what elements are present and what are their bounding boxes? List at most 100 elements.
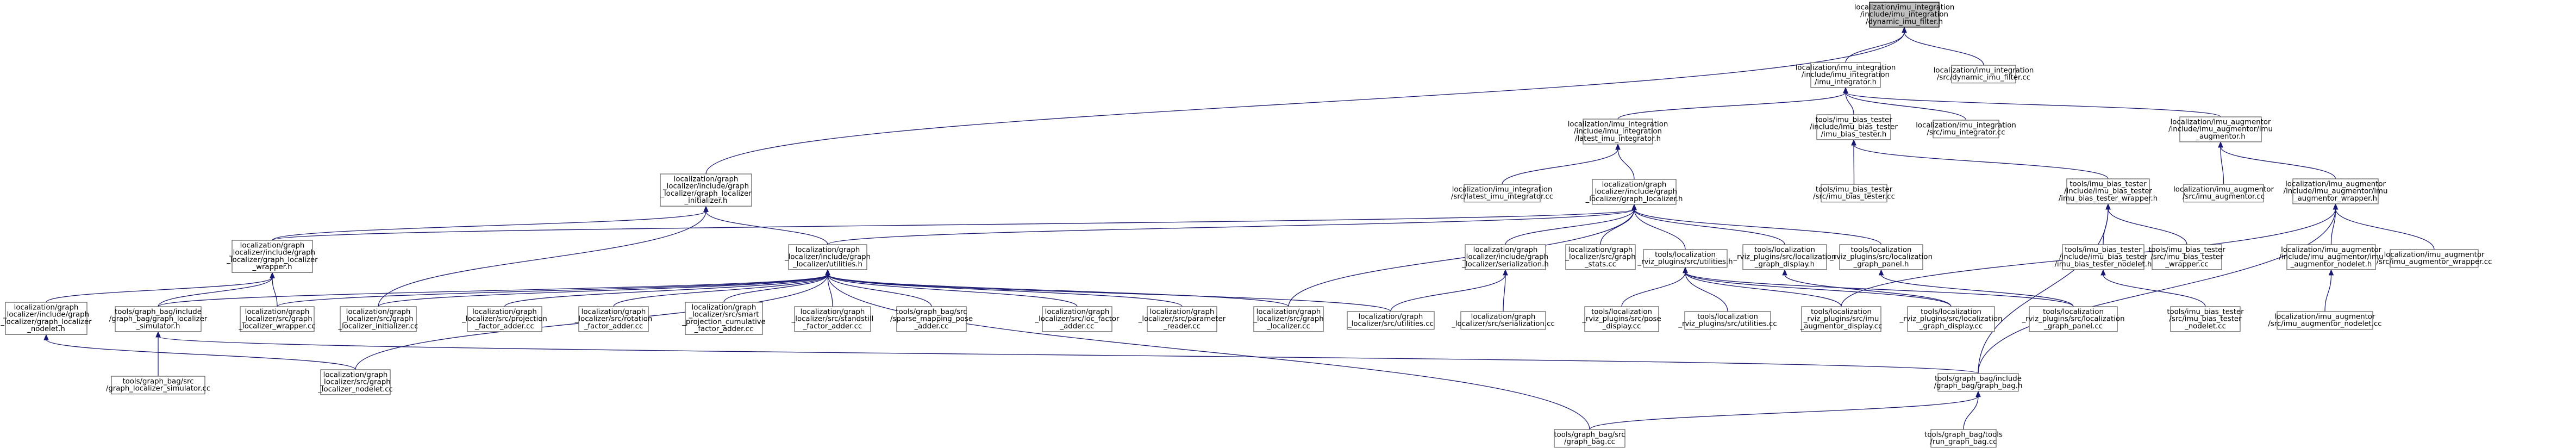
- node-label-line: /src/imu_augmentor_wrapper.cc: [2377, 258, 2492, 266]
- graph-node-rotfactor-cc[interactable]: localization/graph_localizer/src/rotatio…: [574, 306, 652, 332]
- node-box: [2286, 244, 2376, 270]
- graph-node-dynsrc[interactable]: localization/imu_integration/src/dynamic…: [1934, 65, 2034, 84]
- edge-line: [272, 277, 278, 307]
- graph-node-simulator-h[interactable]: tools/graph_bag/include/graph_bag/graph_…: [109, 306, 208, 332]
- graph-node-augwrap-cc[interactable]: localization/imu_augmentor/src/imu_augme…: [2377, 249, 2492, 268]
- edge-arrowhead: [2105, 203, 2111, 210]
- graph-node-glutil-cc[interactable]: localization/graph_localizer/src/utiliti…: [1347, 311, 1435, 330]
- dependency-edge: [1902, 27, 1984, 66]
- graph-node-graphbag-h[interactable]: tools/graph_bag/include/graph_bag/graph_…: [1934, 373, 2023, 392]
- edge-line: [277, 274, 828, 307]
- edge-line: [827, 274, 1391, 312]
- dependency-edge: [1589, 390, 1981, 430]
- graph-node-augnodelet-h[interactable]: localization/imu_augmentor/include/imu_a…: [2279, 244, 2384, 270]
- edge-line: [158, 274, 828, 307]
- graph-node-biaswrap-cc[interactable]: tools/imu_bias_tester/src/imu_bias_teste…: [2148, 244, 2225, 270]
- node-label-line: _adder.cc: [1060, 322, 1095, 331]
- graph-node-graphloc-h[interactable]: localization/graph_localizer/include/gra…: [1585, 179, 1683, 205]
- node-label-line: _localizer/include/graph: [229, 249, 315, 257]
- edge-line: [1978, 208, 2109, 374]
- edge-line: [1685, 272, 1842, 307]
- graph-node-rungraphbag-cc[interactable]: tools/graph_bag/tools/run_graph_bag.cc: [1924, 429, 2003, 448]
- graph-node-graphinit-h[interactable]: localization/graph_localizer/include/gra…: [660, 173, 752, 207]
- edge-line: [504, 274, 828, 307]
- node-label-line: _factor_adder.cc: [584, 322, 643, 331]
- edge-line: [1505, 209, 1635, 245]
- graph-node-biaswrap-h[interactable]: tools/imu_bias_tester/include/imu_bias_t…: [2059, 178, 2158, 204]
- node-label-line: _nodelet.h: [27, 325, 65, 333]
- graph-node-serial-cc[interactable]: localization/graph_localizer/src/seriali…: [1451, 311, 1555, 330]
- node-label-line: _augmentor_display.cc: [1800, 322, 1883, 331]
- graph-node-locfactor-cc[interactable]: localization/graph_localizer/src/loc_fac…: [1034, 306, 1120, 332]
- graph-node-sparsemap-cc[interactable]: tools/graph_bag/src/sparse_mapping_pose_…: [890, 306, 973, 332]
- node-label-line: tools/imu_bias_tester: [2167, 308, 2244, 316]
- graph-node-augmentor-h[interactable]: localization/imu_augmentor/include/imu_a…: [2168, 116, 2273, 142]
- dependency-edge: [2105, 203, 2187, 245]
- graph-node-biasnodelet-h[interactable]: tools/imu_bias_tester/include/imu_bias_t…: [2055, 244, 2152, 270]
- graph-node-smartproj-cc[interactable]: localization/graph_localizer/src/smart_p…: [681, 302, 766, 335]
- edge-arrowhead: [2100, 269, 2106, 276]
- graph-node-imuint-cc[interactable]: localization/imu_integration/src/imu_int…: [1916, 120, 2016, 139]
- graph-node-glwrap-cc[interactable]: localization/graph_localizer/src/graph_l…: [238, 306, 316, 332]
- graph-node-standstill-cc[interactable]: localization/graph_localizer/src/standst…: [791, 306, 874, 332]
- graph-node-latest-h[interactable]: localization/imu_integration/include/imu…: [1568, 119, 1668, 145]
- edge-line: [1685, 272, 1728, 312]
- edge-line: [1503, 274, 1506, 312]
- graph-node-gl-cc[interactable]: localization/graph_localizer/src/graph_l…: [1253, 306, 1324, 332]
- edge-arrowhead: [43, 334, 49, 340]
- graph-node-latest-cc[interactable]: localization/imu_integration/src/latest_…: [1451, 184, 1553, 203]
- graph-node-augwrap-h[interactable]: localization/imu_augmentor/include/imu_a…: [2284, 178, 2388, 204]
- node-box: [1869, 2, 1940, 28]
- graph-node-biastester-cc[interactable]: tools/imu_bias_tester/src/imu_bias_teste…: [1813, 184, 1895, 203]
- node-label-line: /dynamic_imu_filter.h: [1866, 18, 1943, 26]
- node-label-line: _rviz_plugins/src/pose: [1581, 315, 1661, 323]
- graph-node-imuaugdisp-cc[interactable]: tools/localization_rviz_plugins/src/imu_…: [1800, 306, 1883, 332]
- graph-node-simulator-cc[interactable]: tools/graph_bag/src/graph_localizer_simu…: [106, 376, 210, 395]
- node-label-line: _factor_adder.cc: [803, 322, 862, 331]
- graph-node-glwrap-h[interactable]: localization/graph_localizer/include/gra…: [226, 240, 318, 273]
- node-label-line: tools/imu_bias_tester: [2069, 180, 2147, 188]
- node-label-line: tools/localization: [1811, 308, 1872, 316]
- dependency-edge: [825, 269, 1391, 312]
- graph-node-gldisplay-h[interactable]: tools/localization_rviz_plugins/src/loca…: [1733, 244, 1836, 270]
- graph-node-projfactor-cc[interactable]: localization/graph_localizer/src/project…: [461, 306, 547, 332]
- graph-node-serial-h[interactable]: localization/graph_localizer/include/gra…: [1461, 244, 1549, 270]
- graph-node-imuint-h[interactable]: localization/imu_integration/include/imu…: [1796, 62, 1896, 88]
- node-label-line: localization/imu_integration: [1934, 66, 2034, 74]
- graph-node-gldisplay-cc[interactable]: tools/localization_rviz_plugins/src/loca…: [1899, 306, 2003, 332]
- node-label-line: tools/localization: [1591, 308, 1652, 316]
- graph-node-rvizutil-h[interactable]: tools/localization_rviz_plugins/src/util…: [1637, 249, 1733, 268]
- graph-node-augnodelet-cc[interactable]: localization/imu_augmentor/src/imu_augme…: [2268, 311, 2382, 330]
- graph-node-posedisp-cc[interactable]: tools/localization_rviz_plugins/src/pose…: [1581, 306, 1661, 332]
- graph-node-glnodelet-cc[interactable]: localization/graph_localizer/src/graph_l…: [317, 369, 393, 395]
- graph-node-utilities-h[interactable]: localization/graph_localizer/include/gra…: [784, 244, 871, 270]
- dependency-edge: [378, 206, 709, 307]
- graph-node-stats-cc[interactable]: localization/graph_localizer/src/graph_s…: [1565, 244, 1636, 270]
- node-label-line: localization/imu_augmentor: [2285, 180, 2386, 188]
- dependency-edge: [1845, 27, 1907, 63]
- graph-node-glpanel-h[interactable]: tools/localization_rviz_plugins/src/loca…: [1829, 244, 1933, 270]
- edge-line: [1617, 148, 1635, 180]
- node-label-line: tools/imu_bias_tester: [1815, 116, 1892, 124]
- graph-node-glinit-cc[interactable]: localization/graph_localizer/src/graph_l…: [337, 306, 418, 332]
- node-label-line: /imu_bias_tester_nodelet.h: [2055, 260, 2152, 269]
- node-label-line: localization/graph: [14, 303, 79, 312]
- dependency-edge: [1390, 269, 1508, 312]
- graph-node-paramreader-cc[interactable]: localization/graph_localizer/src/paramet…: [1138, 306, 1226, 332]
- graph-node-rvizutil-cc[interactable]: tools/localization_rviz_plugins/src/util…: [1678, 311, 1777, 330]
- node-box: [2170, 306, 2241, 332]
- dependency-edge: [703, 206, 828, 245]
- graph-node-graphbag-cc[interactable]: tools/graph_bag/src/graph_bag.cc: [1554, 429, 1625, 448]
- node-label-line: _localizer_wrapper.cc: [238, 322, 315, 331]
- graph-node-biastester-h[interactable]: tools/imu_bias_tester/include/imu_bias_t…: [1810, 114, 1898, 140]
- graph-node-glnodelet-h[interactable]: localization/graph_localizer/include/gra…: [0, 302, 92, 335]
- graph-node-glpanel-cc[interactable]: tools/localization_rviz_plugins/src/loca…: [2021, 306, 2125, 332]
- node-label-line: /graph_bag/graph_bag.h: [1934, 382, 2023, 390]
- edge-line: [378, 274, 828, 307]
- graph-node-biasnodelet-cc[interactable]: tools/imu_bias_tester/src/imu_bias_teste…: [2167, 306, 2244, 332]
- node-label-line: localization/graph: [1256, 308, 1321, 316]
- node-label-line: localization/graph: [1150, 308, 1215, 316]
- node-label-line: /include/imu_augmentor/imu: [2284, 188, 2388, 196]
- graph-node-augmentor-cc[interactable]: localization/imu_augmentor/src/imu_augme…: [2173, 184, 2274, 203]
- node-label-line: tools/imu_bias_tester: [2148, 246, 2225, 254]
